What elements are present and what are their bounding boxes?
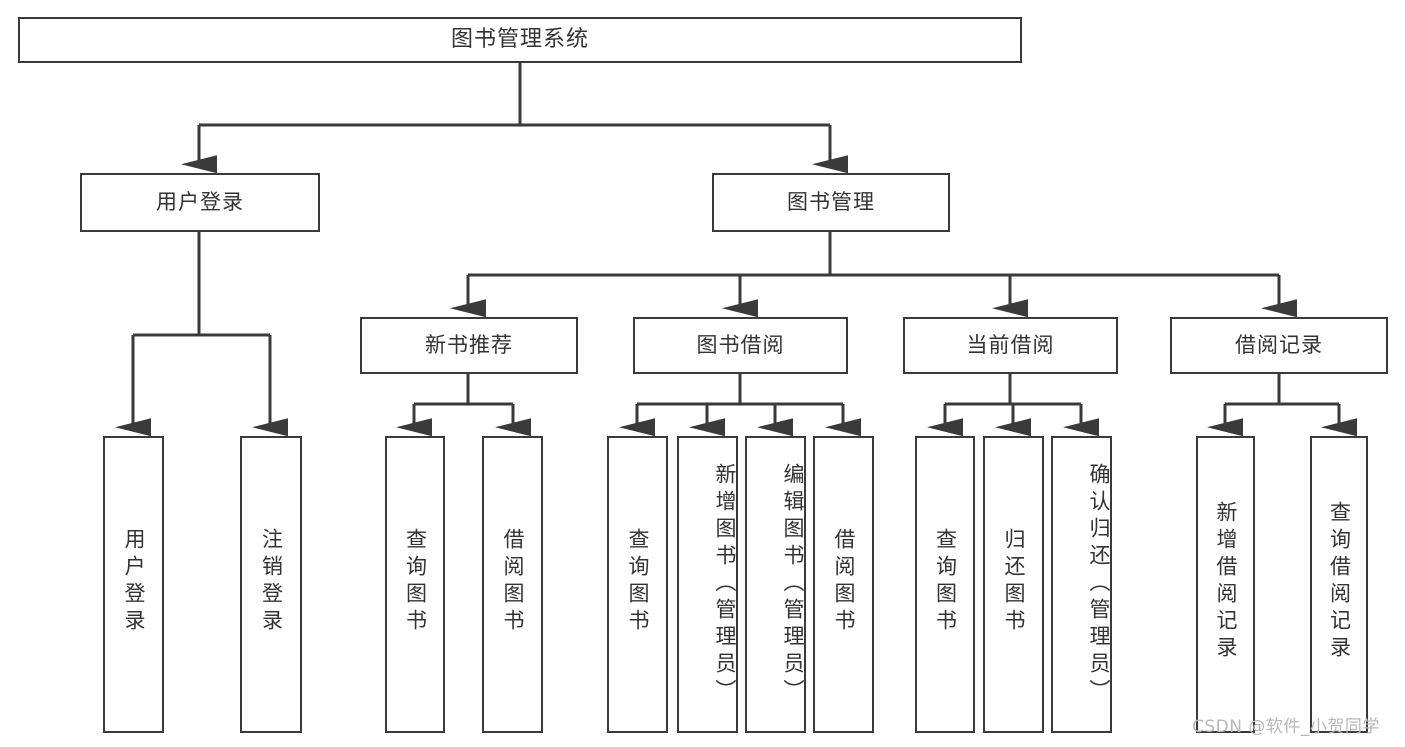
leaf-record-query-record[interactable]: 查询借阅记录 <box>1310 436 1368 733</box>
node-root-book-management-system[interactable]: 图书管理系统 <box>18 17 1022 63</box>
node-label: 用户登录 <box>156 189 244 214</box>
node-label: 编辑图书（管理员） <box>781 463 805 706</box>
node-label: 确认归还（管理员） <box>1087 463 1111 706</box>
node-label: 用户登录 <box>122 527 147 636</box>
node-label: 图书借阅 <box>696 332 785 357</box>
node-label: 注销登录 <box>259 527 284 636</box>
leaf-user-login-logout[interactable]: 注销登录 <box>240 436 302 733</box>
node-label: 新书推荐 <box>425 332 513 357</box>
leaf-current-confirm-return-admin[interactable]: 确认归还（管理员） <box>1051 436 1112 733</box>
node-label: 归还图书 <box>1002 527 1027 636</box>
leaf-user-login-login[interactable]: 用户登录 <box>103 436 164 733</box>
node-label: 查询图书 <box>626 527 651 636</box>
leaf-new-book-query-book[interactable]: 查询图书 <box>385 436 445 733</box>
leaf-borrow-query-book[interactable]: 查询图书 <box>607 436 668 733</box>
node-label: 查询图书 <box>403 527 428 636</box>
node-new-book-recommend[interactable]: 新书推荐 <box>360 317 578 374</box>
node-label: 新增图书（管理员） <box>713 463 737 706</box>
node-label: 查询借阅记录 <box>1327 500 1352 663</box>
node-label: 查询图书 <box>933 527 958 636</box>
leaf-new-book-borrow-book[interactable]: 借阅图书 <box>482 436 543 733</box>
node-label: 新增借阅记录 <box>1214 500 1239 663</box>
leaf-record-add-record[interactable]: 新增借阅记录 <box>1196 436 1255 733</box>
leaf-borrow-edit-book-admin[interactable]: 编辑图书（管理员） <box>745 436 806 733</box>
node-book-borrow[interactable]: 图书借阅 <box>633 317 848 374</box>
node-borrow-record[interactable]: 借阅记录 <box>1170 317 1388 374</box>
csdn-watermark: CSDN @软件_小贺同学 <box>1192 717 1380 737</box>
node-label: 图书管理系统 <box>450 26 589 52</box>
leaf-borrow-borrow-book[interactable]: 借阅图书 <box>813 436 874 733</box>
node-user-login[interactable]: 用户登录 <box>80 173 320 232</box>
node-label: 借阅图书 <box>501 527 526 636</box>
leaf-borrow-add-book-admin[interactable]: 新增图书（管理员） <box>677 436 738 733</box>
node-label: 当前借阅 <box>966 332 1055 357</box>
node-label: 借阅记录 <box>1235 332 1323 357</box>
leaf-current-return-book[interactable]: 归还图书 <box>983 436 1044 733</box>
node-book-management[interactable]: 图书管理 <box>712 173 950 232</box>
leaf-current-query-book[interactable]: 查询图书 <box>915 436 975 733</box>
node-current-borrow[interactable]: 当前借阅 <box>903 317 1118 374</box>
node-label: 图书管理 <box>787 189 875 214</box>
node-label: 借阅图书 <box>832 527 857 636</box>
